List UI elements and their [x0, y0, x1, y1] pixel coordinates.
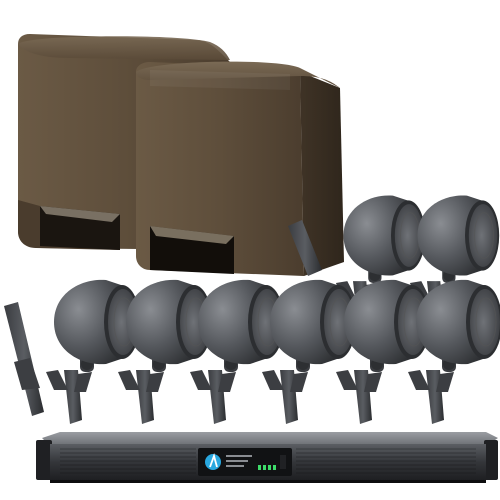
power-logo-icon: [205, 453, 221, 470]
landscape-speaker: [335, 279, 431, 425]
subwoofer-front: [136, 61, 344, 276]
landscape-speaker: [45, 279, 141, 425]
speaker-back-left-stake: [288, 220, 322, 276]
status-led-group: [258, 455, 286, 470]
amplifier: [36, 432, 498, 483]
speaker-stake: [4, 302, 44, 416]
